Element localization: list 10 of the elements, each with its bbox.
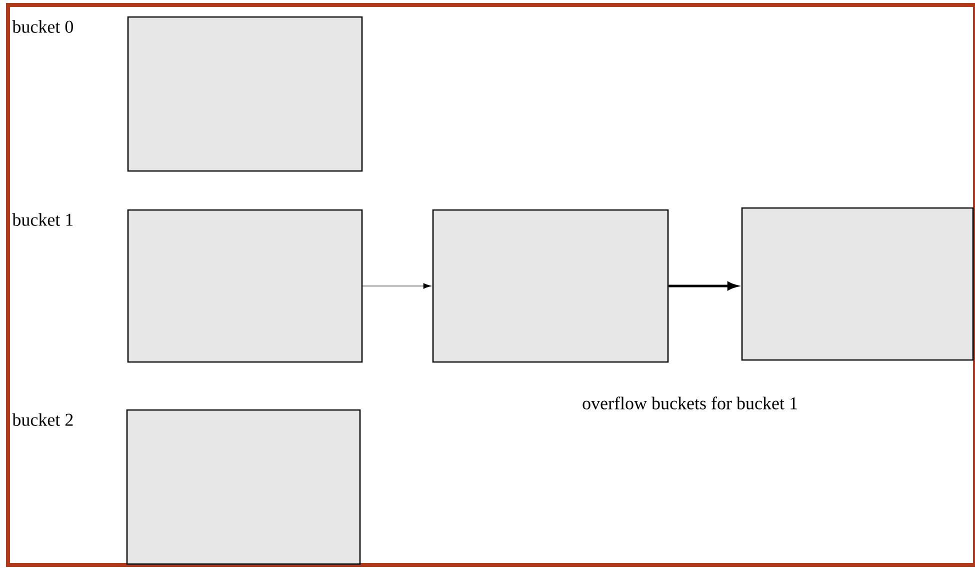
arrow [362, 283, 432, 289]
bucket-box [432, 209, 669, 363]
bucket-box [741, 207, 974, 361]
node-label: bucket 2 [12, 413, 73, 426]
bucket-box: bucket 0 [12, 16, 363, 172]
bucket-box: bucket 1 [12, 209, 363, 363]
bucket-box: bucket 2 [12, 409, 361, 565]
node-label: bucket 0 [12, 20, 73, 33]
caption-text: overflow buckets for bucket 1 [582, 396, 797, 410]
node-label: bucket 1 [12, 213, 73, 226]
